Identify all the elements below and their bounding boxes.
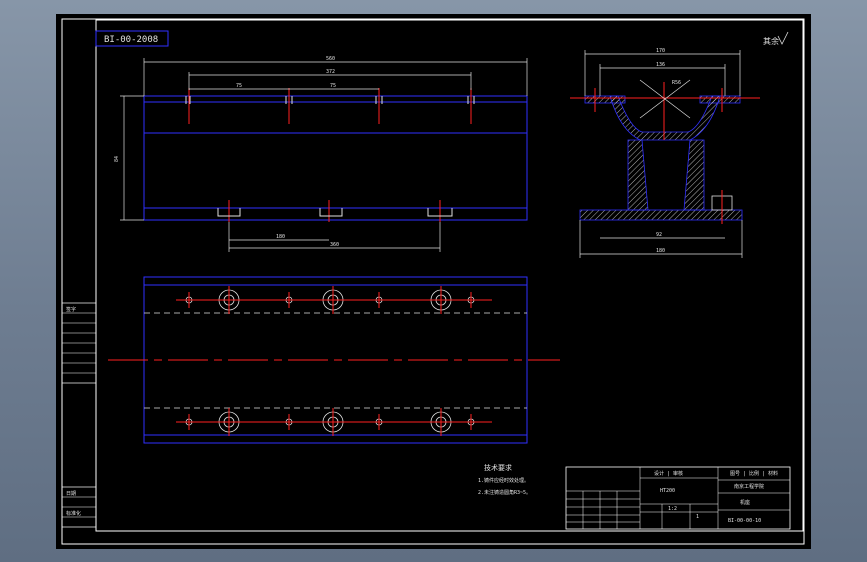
svg-text:设计 | 审核: 设计 | 审核: [654, 470, 683, 477]
svg-text:图号 | 比例 | 材料: 图号 | 比例 | 材料: [730, 470, 778, 477]
svg-text:560: 560: [326, 56, 335, 62]
svg-text:HT200: HT200: [660, 488, 675, 494]
svg-text:其余: 其余: [763, 36, 779, 46]
sheet-border: [61, 18, 805, 545]
svg-text:机座: 机座: [740, 499, 750, 506]
drawing-frame: [95, 19, 804, 532]
svg-text:170: 170: [656, 48, 665, 54]
svg-text:180: 180: [656, 248, 665, 254]
svg-text:2.未注铸造圆角R3~5。: 2.未注铸造圆角R3~5。: [478, 489, 531, 496]
svg-text:84: 84: [114, 156, 120, 162]
svg-text:360: 360: [330, 242, 339, 248]
svg-text:75: 75: [330, 83, 336, 89]
svg-text:南京工程学院: 南京工程学院: [734, 483, 764, 490]
code-box-text: BI-00-2008: [104, 35, 158, 45]
svg-text:75: 75: [236, 83, 242, 89]
tech-notes: 技术要求 1.铸件应经时效处理。 2.未注铸造圆角R3~5。: [478, 463, 531, 496]
title-block: 设计 | 审核 图号 | 比例 | 材料 南京工程学院 机座 HT200 BI-…: [565, 466, 791, 530]
svg-text:签字: 签字: [66, 306, 76, 313]
svg-text:136: 136: [656, 62, 665, 68]
svg-text:R56: R56: [672, 80, 681, 86]
svg-text:技术要求: 技术要求: [484, 463, 512, 472]
svg-text:标准化: 标准化: [66, 510, 81, 517]
drawing-sheet[interactable]: [56, 14, 811, 549]
svg-text:92: 92: [656, 232, 662, 238]
svg-text:1:2: 1:2: [668, 506, 677, 512]
code-box: BI-00-2008: [95, 30, 169, 47]
top-view: [108, 276, 560, 444]
side-view: 170 136 R56 92 180: [570, 48, 760, 258]
svg-text:BI-00-00-10: BI-00-00-10: [728, 518, 761, 524]
svg-text:1: 1: [696, 514, 699, 520]
svg-text:372: 372: [326, 69, 335, 75]
front-view: 560 372 75 75 84 180 360: [114, 56, 528, 252]
svg-text:180: 180: [276, 234, 285, 240]
left-strip: 签字 日期 标准化: [61, 302, 97, 528]
svg-text:1.铸件应经时效处理。: 1.铸件应经时效处理。: [478, 477, 529, 484]
svg-text:日期: 日期: [66, 491, 76, 497]
roughness-mark: 其余: [763, 31, 789, 46]
